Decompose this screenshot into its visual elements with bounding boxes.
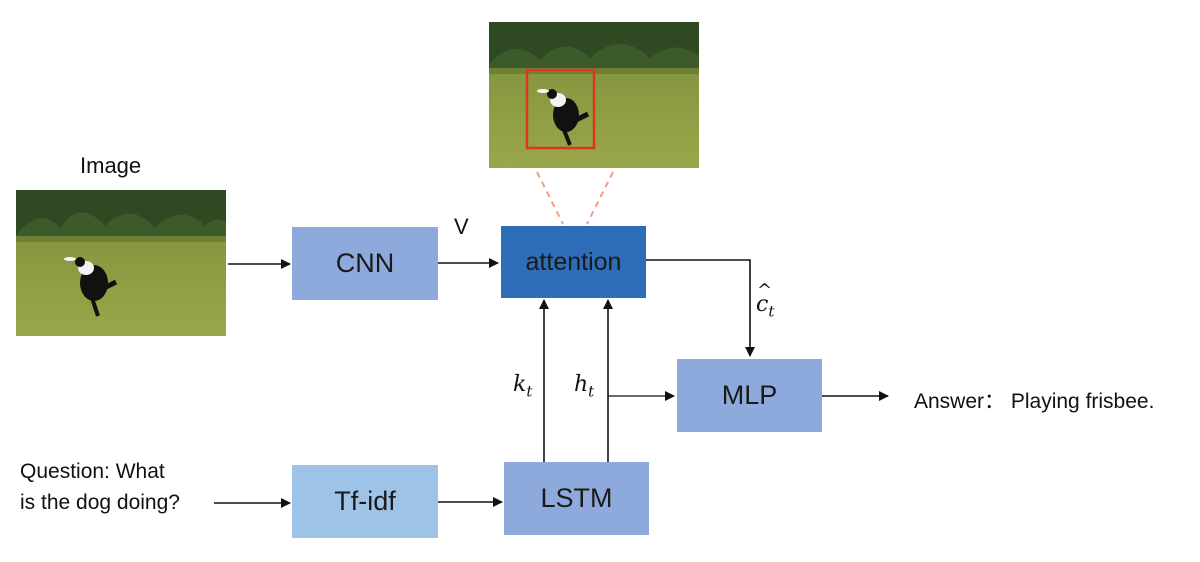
tfidf-box: Tf-idf bbox=[292, 465, 438, 538]
mlp-box: MLP bbox=[677, 359, 822, 432]
h-subscript: t bbox=[588, 382, 595, 401]
k-subscript: t bbox=[526, 382, 533, 401]
k-t-label: kt bbox=[513, 372, 532, 400]
c-subscript: t bbox=[768, 302, 775, 321]
h-t-label: ht bbox=[574, 372, 594, 400]
cnn-box: CNN bbox=[292, 227, 438, 300]
attention-highlight-box bbox=[525, 68, 596, 150]
c-base: c bbox=[756, 292, 769, 317]
dog-figure bbox=[537, 89, 590, 146]
lstm-label: LSTM bbox=[540, 483, 613, 513]
answer-text: Answer： Playing frisbee. bbox=[914, 390, 1155, 413]
input-image bbox=[16, 190, 226, 336]
arrow-attention-to-mlp bbox=[646, 259, 755, 357]
attention-box: attention bbox=[501, 226, 646, 298]
k-base: k bbox=[513, 372, 527, 397]
dog-figure bbox=[64, 257, 118, 317]
attention-label: attention bbox=[525, 247, 622, 276]
dashed-projection-right bbox=[586, 171, 614, 225]
question-line-1: Question: What bbox=[20, 460, 165, 483]
v-label: V bbox=[454, 214, 469, 239]
c-hat-accent: ^ bbox=[757, 280, 773, 301]
mlp-label: MLP bbox=[721, 380, 778, 410]
c-hat-t-label: ^ c t bbox=[756, 280, 775, 321]
cnn-label: CNN bbox=[335, 248, 395, 278]
attention-image bbox=[489, 22, 699, 168]
image-title: Image bbox=[80, 153, 142, 178]
dashed-projection-left bbox=[536, 171, 564, 225]
lstm-box: LSTM bbox=[504, 462, 649, 535]
h-base: h bbox=[574, 372, 589, 397]
question-line-2: is the dog doing? bbox=[20, 491, 180, 514]
tfidf-label: Tf-idf bbox=[334, 486, 396, 516]
